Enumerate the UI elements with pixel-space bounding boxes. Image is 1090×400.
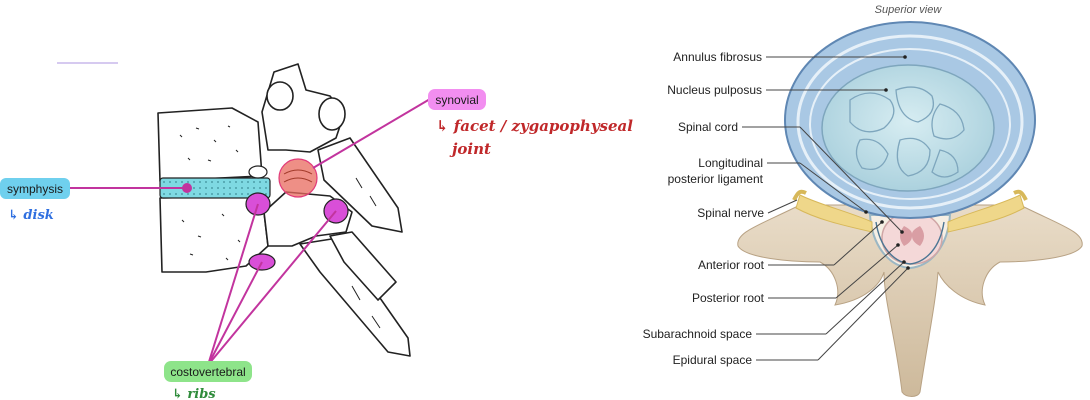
grey-matter	[900, 226, 924, 246]
disk-note: ↳ disk	[8, 208, 54, 223]
synovial-label: synovial	[435, 93, 478, 107]
upper-vertebral-body	[157, 107, 263, 182]
leader-dots	[864, 55, 910, 270]
label-nucleus-pulposus: Nucleus pulposus	[667, 83, 762, 97]
label-anterior-root: Anterior root	[698, 258, 765, 272]
view-title: Superior view	[875, 4, 943, 16]
lower-articular-process	[329, 231, 397, 301]
synovial-label-bg	[428, 89, 486, 110]
label-spinal-nerve: Spinal nerve	[697, 206, 764, 220]
nucleus-pulposus	[821, 64, 995, 192]
label-posterior-ligament: posterior ligament	[668, 172, 764, 186]
left-panel: symphysis synovial costovertebral ↳ disk…	[0, 62, 633, 400]
superior-view-illustration	[737, 21, 1083, 397]
symphysis-label-bg	[0, 178, 70, 199]
pointer-lines	[70, 98, 431, 366]
label-posterior-root: Posterior root	[692, 291, 765, 305]
nucleus-texture	[849, 86, 965, 178]
demifacet	[248, 165, 268, 179]
upper-costal-facet	[266, 81, 294, 111]
leader-lines	[742, 56, 909, 361]
label-annulus-fibrosus: Annulus fibrosus	[673, 50, 762, 64]
costovertebral-label: costovertebral	[170, 365, 245, 379]
symphysis-label: symphysis	[7, 182, 63, 196]
label-spinal-cord: Spinal cord	[678, 120, 738, 134]
label-subarachnoid-space: Subarachnoid space	[643, 327, 753, 341]
dura-mater	[875, 221, 945, 265]
costovertebral-label-bg	[164, 361, 252, 382]
label-epidural-space: Epidural space	[673, 353, 753, 367]
transverse-costal-facet	[318, 97, 346, 131]
spinal-cord	[881, 211, 943, 265]
ribs-note: ↳ ribs	[172, 387, 216, 400]
facet-note-line1: ↳ facet / zygapophyseal	[436, 117, 633, 135]
facet-note-line2: joint	[449, 140, 491, 158]
lateral-vertebra-drawing	[157, 63, 411, 357]
right-panel: Superior view	[643, 4, 1083, 397]
vertebral-arch	[737, 204, 1083, 397]
label-longitudinal: Longitudinal	[698, 156, 763, 170]
spinal-nerves	[795, 194, 1025, 233]
